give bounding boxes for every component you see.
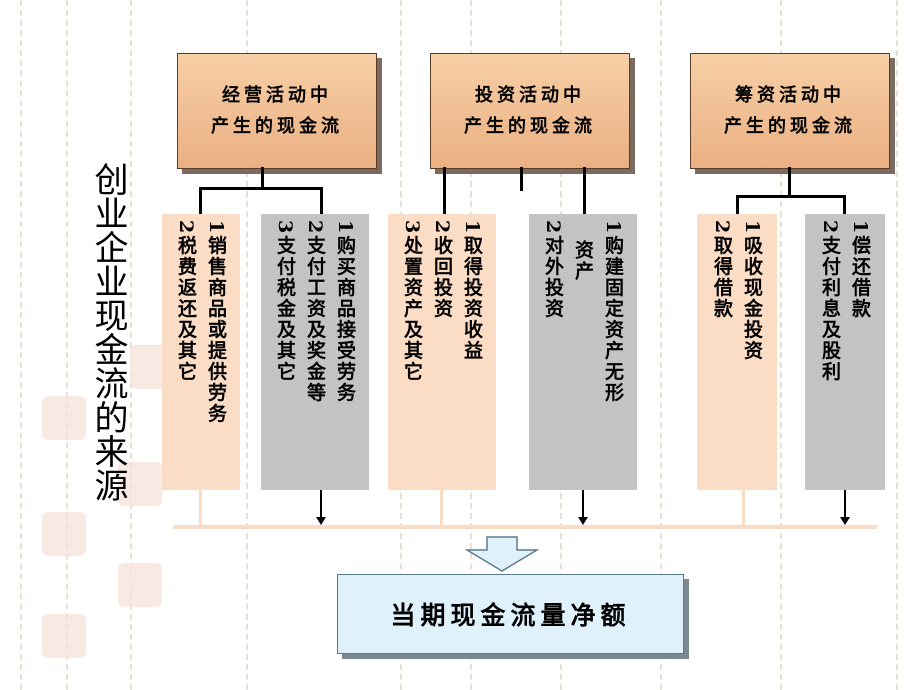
collecting-bar (173, 525, 877, 529)
down-arrow-icon (465, 536, 539, 572)
financing-inflow-box: 1吸收现金投资 2取得借款 (697, 214, 777, 490)
seal-decoration (118, 462, 162, 506)
seal-decoration (42, 614, 86, 658)
connector-line (736, 195, 739, 222)
page-title: 创业企业现金流的来源 (88, 162, 128, 502)
arrow-head (316, 517, 326, 525)
connector-line (261, 167, 264, 189)
connector-line (320, 187, 323, 216)
connector-line (199, 187, 202, 216)
header-line: 产生的现金流 (464, 116, 596, 137)
background-dash (130, 0, 132, 690)
connector-line (583, 167, 586, 216)
column-text: 2取得借款 (711, 220, 733, 320)
column-text: 1购建固定资产无形 (602, 220, 624, 404)
column-text: 3支付税金及其它 (274, 220, 296, 383)
header-line: 产生的现金流 (724, 116, 856, 137)
column-text: 2支付工资及奖金等 (304, 220, 326, 404)
investing-outflow-box: 1购建固定资产无形 资产 2对外投资 (529, 214, 637, 490)
arrow-head (840, 517, 850, 525)
connector-line (199, 187, 323, 190)
column-text: 2税费返还及其它 (175, 220, 197, 383)
connector-line (736, 195, 846, 198)
connector-line (843, 195, 846, 222)
column-text: 2对外投资 (542, 220, 564, 320)
arrow-head (578, 517, 588, 525)
operating-outflow-box: 1购买商品接受劳务 2支付工资及奖金等 3支付税金及其它 (261, 214, 369, 490)
column-text: 1购买商品接受劳务 (334, 220, 356, 404)
column-text: 1销售商品或提供劳务 (205, 220, 227, 425)
header-line: 经营活动中 (222, 85, 332, 106)
seal-decoration (42, 396, 86, 440)
background-dash (780, 0, 782, 690)
column-text: 2支付利息及股利 (819, 220, 841, 383)
column-text: 3处置资产及其它 (401, 220, 423, 383)
column-text: 1取得投资收益 (461, 220, 483, 362)
header-line: 投资活动中 (475, 85, 585, 106)
header-line: 筹资活动中 (735, 85, 845, 106)
connector-line (520, 167, 523, 191)
outflow-arrow (582, 490, 584, 518)
column-text: 2收回投资 (431, 220, 453, 320)
operating-inflow-box: 1销售商品或提供劳务 2税费返还及其它 (162, 214, 240, 490)
financing-outflow-box: 1偿还借款 2支付利息及股利 (805, 214, 885, 490)
header-line: 产生的现金流 (211, 116, 343, 137)
investing-inflow-box: 1取得投资收益 2收回投资 3处置资产及其它 (388, 214, 496, 490)
connector-line (443, 167, 446, 216)
operating-activities-header: 经营活动中 产生的现金流 (177, 53, 377, 169)
column-text: 1吸收现金投资 (741, 220, 763, 362)
outflow-arrow (844, 490, 846, 518)
connector-line (788, 167, 791, 197)
seal-decoration (118, 563, 162, 607)
investing-activities-header: 投资活动中 产生的现金流 (430, 53, 630, 169)
background-dash (20, 0, 22, 690)
background-dash (896, 0, 898, 690)
seal-decoration (42, 512, 86, 556)
inflow-connector (440, 490, 443, 527)
background-dash (660, 0, 662, 690)
background-dash (66, 0, 68, 690)
background-dash (246, 0, 248, 690)
inflow-connector (742, 490, 745, 527)
financing-activities-header: 筹资活动中 产生的现金流 (690, 53, 890, 169)
column-text: 资产 (572, 240, 594, 282)
inflow-connector (199, 490, 202, 527)
net-cash-flow-box: 当期现金流量净额 (337, 574, 684, 654)
column-text: 1偿还借款 (849, 220, 871, 320)
outflow-arrow (320, 490, 322, 518)
